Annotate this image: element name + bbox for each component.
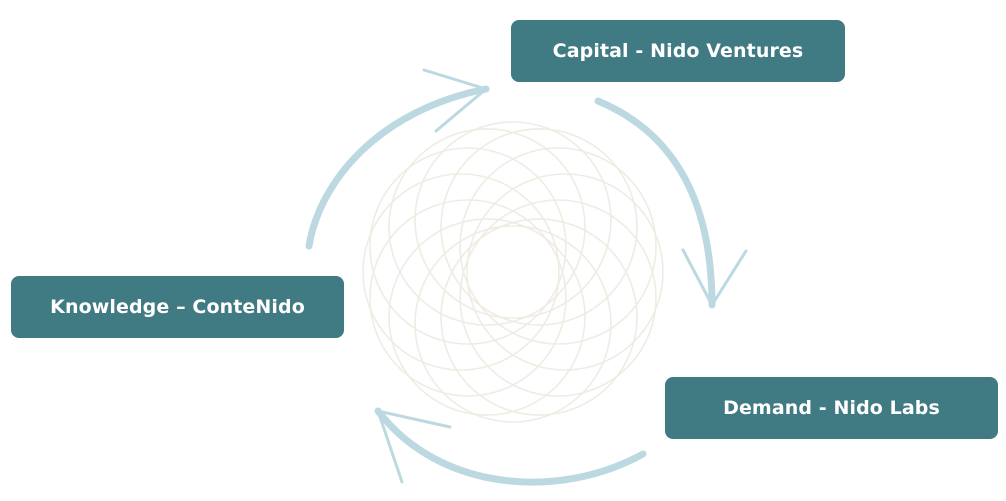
rosette-circle [459,147,657,345]
arrow-curve [305,85,490,250]
rosette-circle [369,147,567,345]
knowledge-node: Knowledge – ConteNido [11,276,344,338]
capital-node: Capital - Nido Ventures [511,20,845,82]
center-rosette-graphic [362,121,664,423]
knowledge-node-label: Knowledge – ConteNido [50,296,305,318]
demand-to-knowledge-arrow [374,407,647,486]
rosette-circle [466,173,664,371]
rosette-circle [362,173,560,371]
rosette-circle [369,199,567,397]
rosette-circle [414,121,612,319]
rosette-circle [388,128,586,326]
knowledge-to-capital-arrow [305,68,490,250]
arrow-curve [374,407,647,486]
rosette-circle [388,218,586,416]
demand-node-label: Demand - Nido Labs [723,397,940,419]
capital-node-label: Capital - Nido Ventures [552,40,804,62]
arrow-head [422,68,488,133]
demand-node: Demand - Nido Labs [665,377,998,439]
arrow-head [376,409,452,484]
capital-to-demand-arrow [594,97,748,309]
rosette-circle [440,218,638,416]
arrow-head [681,248,748,307]
rosette-circle [459,199,657,397]
rosette-circle [414,225,612,423]
arrow-curve [594,97,716,309]
rosette-circle [440,128,638,326]
